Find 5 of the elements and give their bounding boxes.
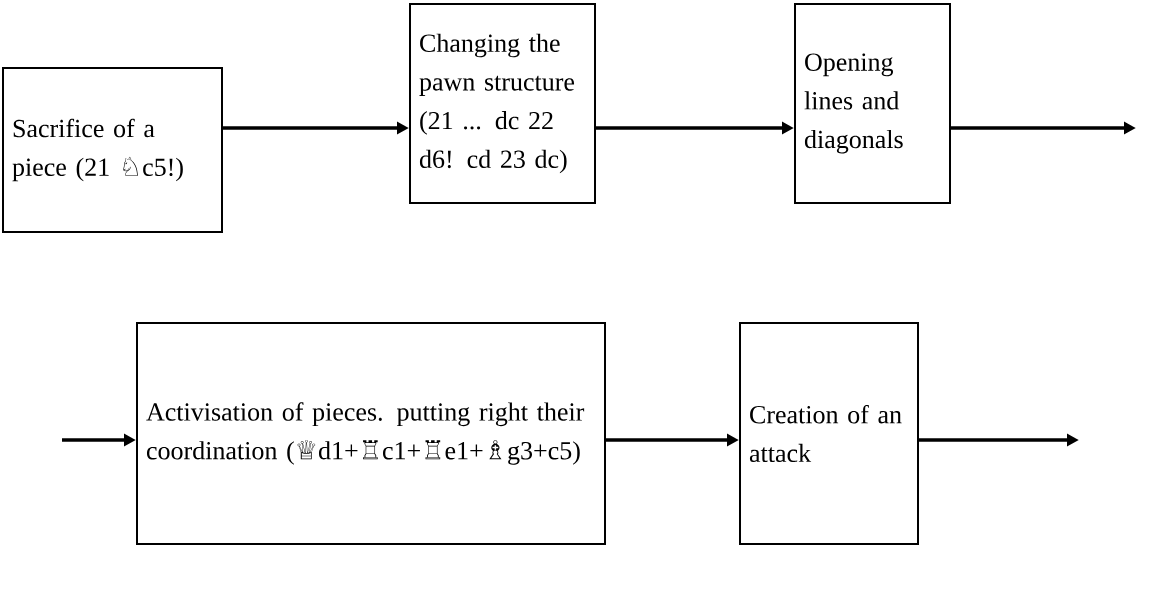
process-box: Creation of an attack	[739, 322, 919, 545]
process-box: Sacrifice of a piece (21 ♘c5!)	[2, 67, 223, 233]
process-box: Opening lines and diagonals	[794, 3, 951, 204]
process-box: Activisation of pieces. putting right their coordination (♕d1+♖c1+♖e1+♗g3+c5)	[136, 322, 606, 545]
process-box: Changing the pawn structure (21 ... dc 22 d6! cd 23 dc)	[409, 3, 596, 204]
